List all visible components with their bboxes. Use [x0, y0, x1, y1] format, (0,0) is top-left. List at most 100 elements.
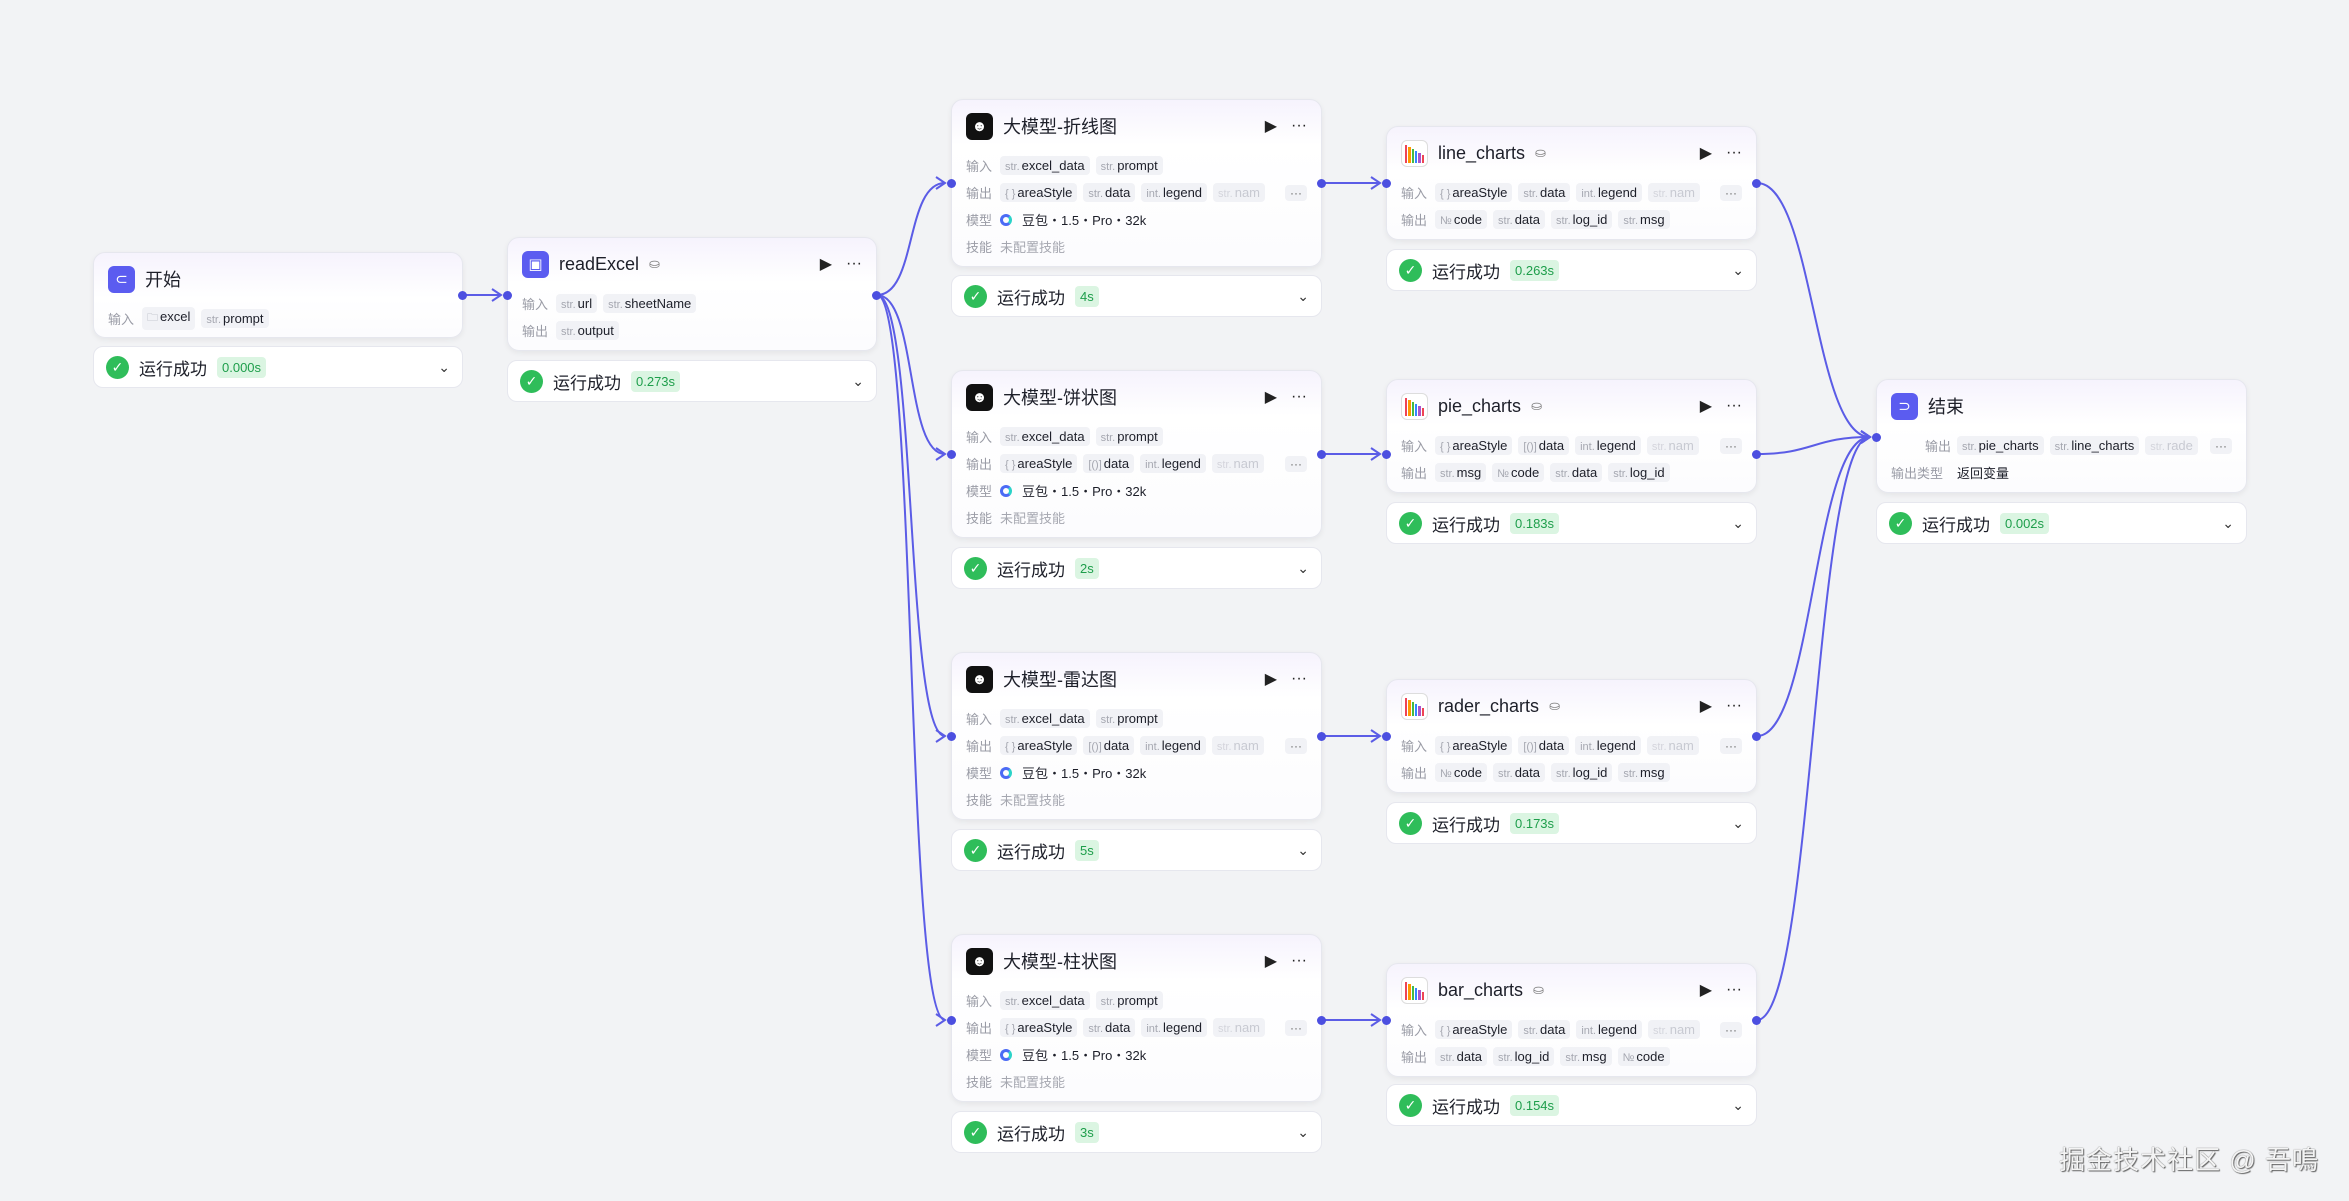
output-port[interactable]: [1317, 179, 1326, 188]
output-port[interactable]: [1752, 450, 1761, 459]
output-port[interactable]: [1752, 1016, 1761, 1025]
input-port[interactable]: [1382, 179, 1391, 188]
input-port[interactable]: [1872, 433, 1881, 442]
chevron-down-icon[interactable]: ⌄: [1732, 814, 1744, 831]
more-params-button[interactable]: ···: [1720, 1021, 1742, 1038]
test-run-icon[interactable]: ⛀: [1533, 982, 1544, 997]
chevron-down-icon[interactable]: ⌄: [1297, 559, 1309, 576]
input-port[interactable]: [1382, 450, 1391, 459]
run-button[interactable]: ▶: [1264, 118, 1278, 135]
edge-bar_charts-end[interactable]: [1756, 436, 1871, 1021]
run-button[interactable]: ▶: [1264, 671, 1278, 688]
param-name: legend: [1163, 185, 1203, 200]
chevron-down-icon[interactable]: ⌄: [438, 358, 450, 375]
type-prefix: int.: [1580, 741, 1595, 753]
more-menu-button[interactable]: ···: [1291, 388, 1307, 405]
output-port[interactable]: [458, 291, 467, 300]
more-params-button[interactable]: ···: [1285, 184, 1307, 201]
input-port[interactable]: [947, 732, 956, 741]
edge-readexcel-llm_line[interactable]: [876, 182, 946, 296]
type-prefix: int.: [1580, 441, 1595, 453]
chevron-down-icon[interactable]: ⌄: [2222, 514, 2234, 531]
more-menu-button[interactable]: ···: [1726, 397, 1742, 414]
output-port[interactable]: [1752, 732, 1761, 741]
run-button[interactable]: ▶: [1264, 953, 1278, 970]
chevron-down-icon[interactable]: ⌄: [1297, 841, 1309, 858]
edge-rader_charts-end[interactable]: [1756, 436, 1871, 737]
input-port[interactable]: [1382, 1016, 1391, 1025]
more-menu-button[interactable]: ···: [1726, 981, 1742, 998]
more-params-button[interactable]: ···: [1720, 737, 1742, 754]
chevron-down-icon[interactable]: ⌄: [1732, 1096, 1744, 1113]
run-button[interactable]: ▶: [1699, 398, 1713, 415]
chevron-down-icon[interactable]: ⌄: [1297, 1123, 1309, 1140]
input-port[interactable]: [503, 291, 512, 300]
chevron-down-icon[interactable]: ⌄: [852, 372, 864, 389]
more-params-button[interactable]: ···: [1285, 455, 1307, 472]
run-button[interactable]: ▶: [1699, 982, 1713, 999]
test-run-icon[interactable]: ⛀: [1549, 698, 1560, 713]
output-port[interactable]: [872, 291, 881, 300]
chevron-down-icon[interactable]: ⌄: [1732, 514, 1744, 531]
success-check-icon: ✓: [964, 838, 987, 862]
more-menu-button[interactable]: ···: [1291, 117, 1307, 134]
chevron-down-icon[interactable]: ⌄: [1297, 287, 1309, 304]
more-params-button[interactable]: ···: [1720, 437, 1742, 454]
output-port[interactable]: [1317, 1016, 1326, 1025]
more-params-button[interactable]: ···: [1720, 184, 1742, 201]
edge-readexcel-llm_bar[interactable]: [876, 294, 946, 1021]
run-button[interactable]: ▶: [1699, 698, 1713, 715]
more-params-button[interactable]: ···: [1285, 1019, 1307, 1036]
output-port[interactable]: [1317, 732, 1326, 741]
edge-readexcel-llm_radar[interactable]: [876, 294, 946, 737]
output-port[interactable]: [1317, 450, 1326, 459]
more-params-button[interactable]: ···: [1285, 737, 1307, 754]
more-menu-button[interactable]: ···: [1291, 670, 1307, 687]
chevron-down-icon[interactable]: ⌄: [1732, 261, 1744, 278]
edge-line_charts-end[interactable]: [1756, 182, 1871, 438]
input-port[interactable]: [947, 1016, 956, 1025]
test-run-icon[interactable]: ⛀: [1535, 145, 1546, 160]
more-menu-button[interactable]: ···: [1726, 697, 1742, 714]
run-button[interactable]: ▶: [1264, 389, 1278, 406]
more-menu-button[interactable]: ···: [1291, 952, 1307, 969]
input-port[interactable]: [947, 450, 956, 459]
node-header: ⊂开始: [108, 253, 448, 305]
input-port[interactable]: [1382, 732, 1391, 741]
run-button[interactable]: ▶: [819, 256, 833, 273]
output-port[interactable]: [1752, 179, 1761, 188]
param-name: prompt: [1117, 429, 1158, 444]
test-run-icon[interactable]: ⛀: [649, 256, 660, 271]
edge-readexcel-llm_pie[interactable]: [876, 294, 946, 455]
param-tag: str.nam: [1211, 736, 1264, 755]
more-menu-button[interactable]: ···: [1726, 144, 1742, 161]
run-button[interactable]: ▶: [1699, 145, 1713, 162]
edge-pie_charts-end[interactable]: [1756, 436, 1871, 455]
test-run-icon[interactable]: ⛀: [1531, 398, 1542, 413]
more-params-button[interactable]: ···: [2210, 437, 2232, 454]
input-port[interactable]: [947, 179, 956, 188]
more-menu-button[interactable]: ···: [846, 255, 862, 272]
